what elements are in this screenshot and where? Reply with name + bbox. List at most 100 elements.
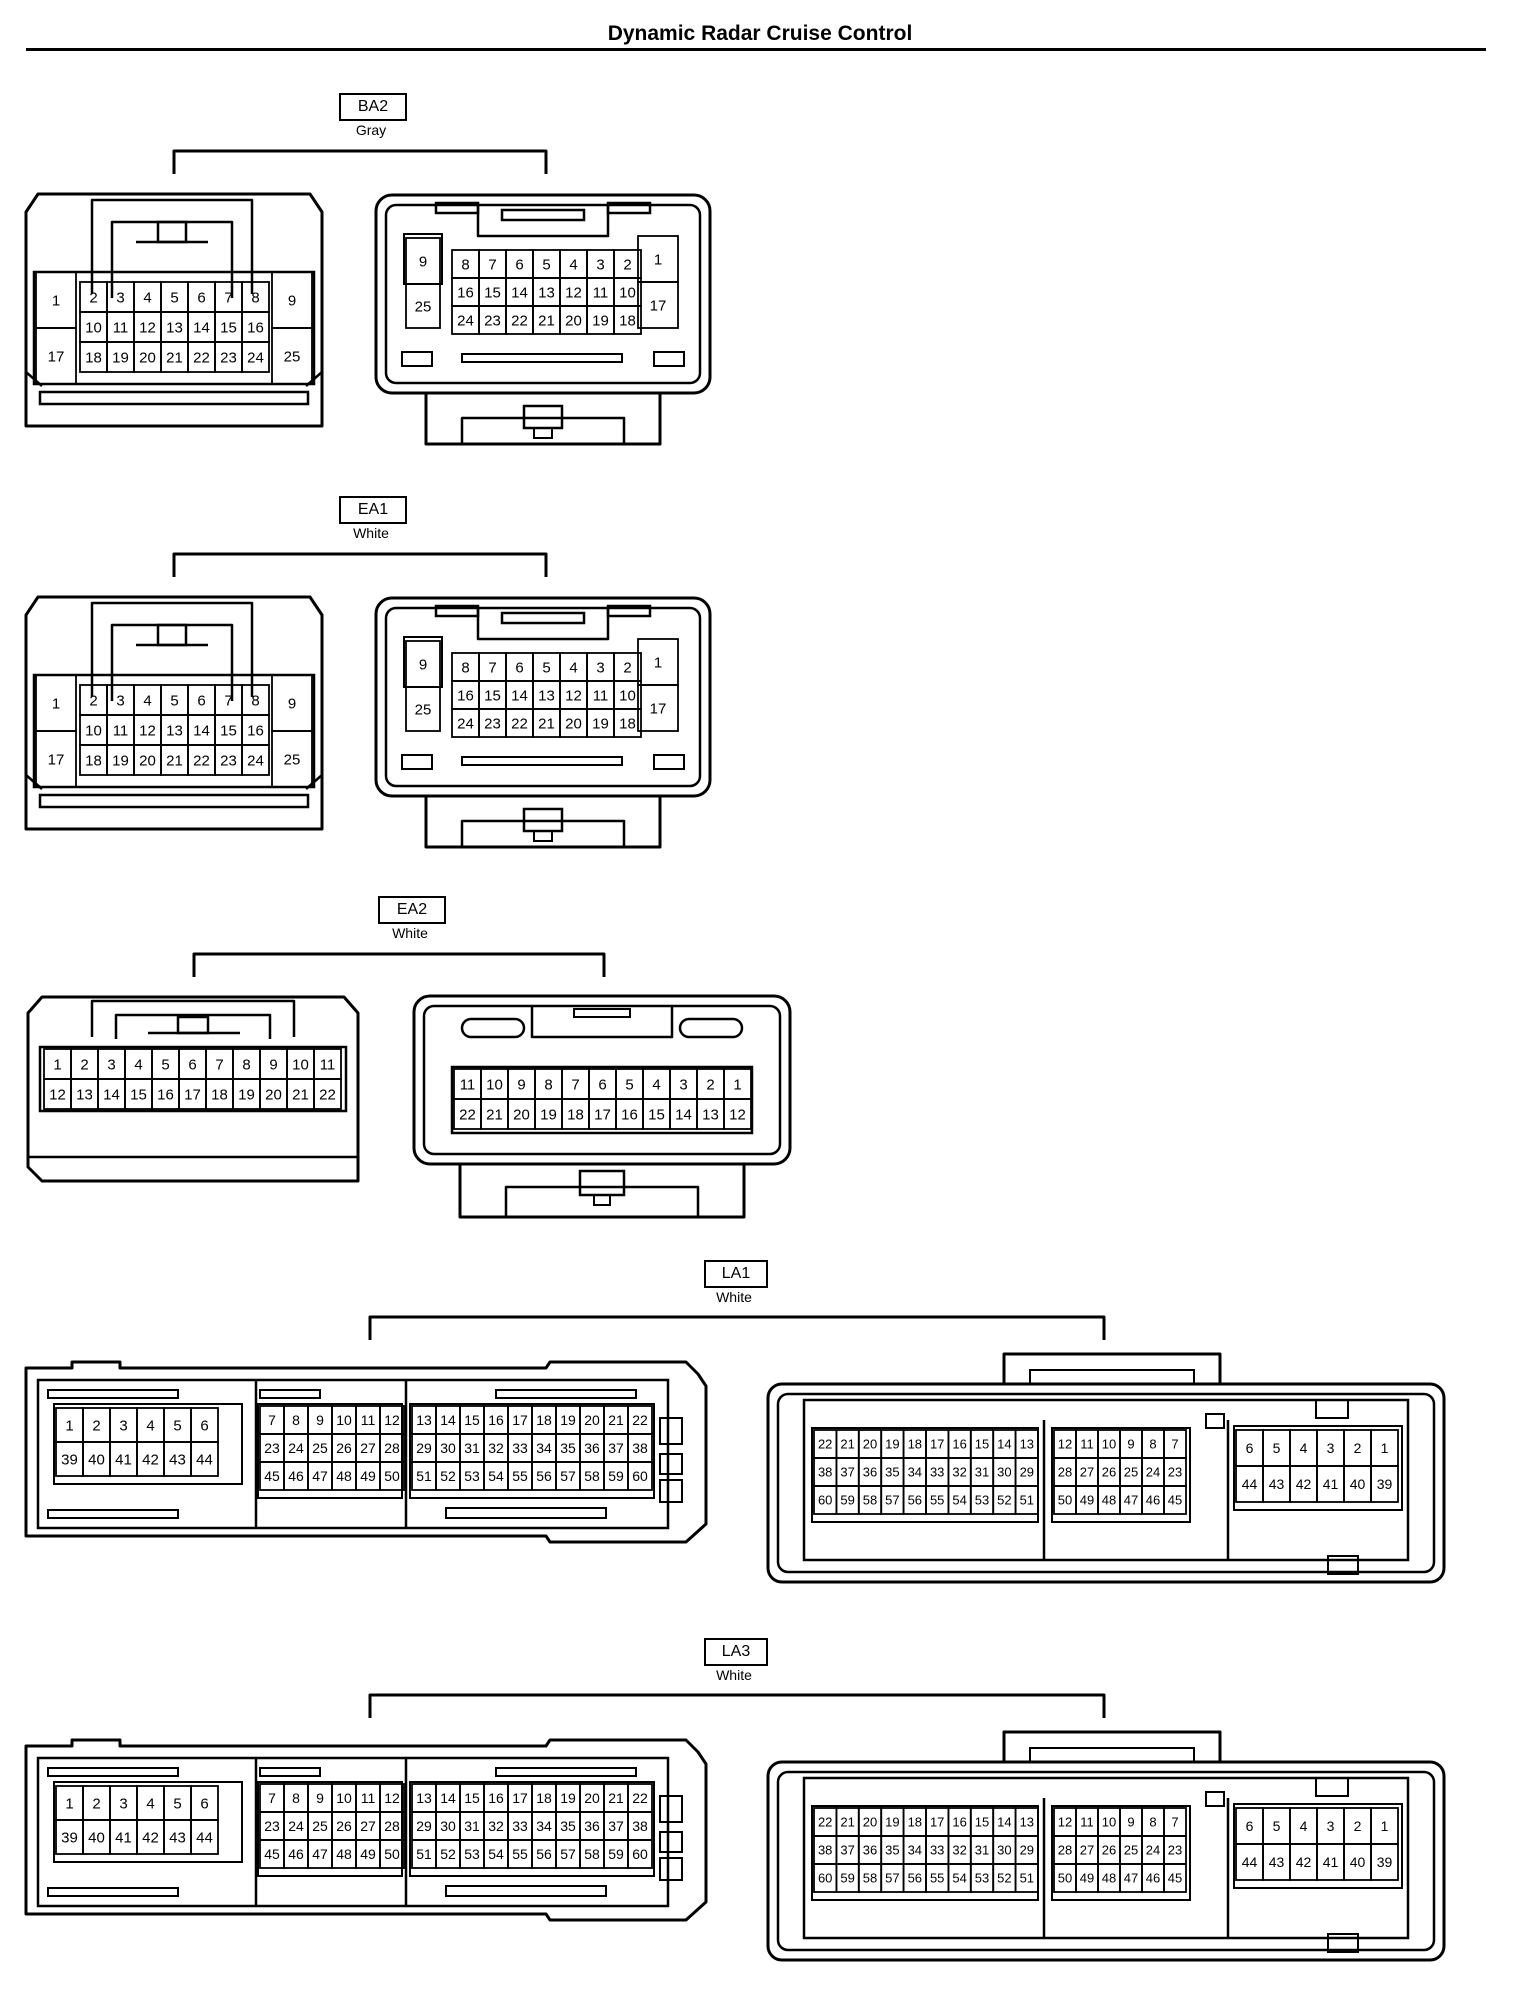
- pin-number: 12: [384, 1790, 400, 1806]
- outline-path: [24, 595, 324, 831]
- pin-number: 43: [169, 1451, 186, 1468]
- outline-path: [460, 416, 626, 444]
- pin-number: 24: [1146, 1843, 1160, 1858]
- pin-number: 40: [1350, 1476, 1366, 1492]
- pin-number: 5: [161, 1056, 169, 1073]
- pin-number: 55: [512, 1468, 528, 1484]
- pin-number: 15: [975, 1437, 989, 1452]
- pin-number: 29: [416, 1440, 432, 1456]
- pin-number: 12: [139, 319, 156, 336]
- pin-number: 8: [461, 256, 469, 273]
- pin-number: 4: [652, 1076, 660, 1093]
- pin-number: 57: [885, 1871, 899, 1886]
- outline-path: [424, 394, 662, 446]
- pin-number: 50: [384, 1846, 400, 1862]
- pin-cell: [379, 1839, 405, 1869]
- latch-slot: [445, 1885, 607, 1897]
- pin-number: 24: [288, 1818, 304, 1834]
- pin-number: 5: [170, 692, 178, 709]
- pin-number: 21: [166, 752, 183, 769]
- pin-number: 17: [512, 1790, 528, 1806]
- pin-number: 13: [702, 1106, 719, 1123]
- outline-path: [368, 1693, 1106, 1718]
- pin-number: 21: [292, 1086, 309, 1103]
- pin-number: 58: [863, 1871, 877, 1886]
- pin-number: 21: [608, 1412, 624, 1428]
- pin-number: 54: [952, 1493, 966, 1508]
- pin-number: 29: [416, 1818, 432, 1834]
- housing-inner: [776, 1770, 1436, 1952]
- pin-number: 12: [49, 1086, 66, 1103]
- pin-number: 26: [336, 1818, 352, 1834]
- pin-number: 35: [560, 1440, 576, 1456]
- pin-number: 9: [316, 1412, 324, 1428]
- pin-number: 19: [885, 1437, 899, 1452]
- pin-number: 14: [511, 687, 528, 704]
- pin-number: 47: [1124, 1493, 1138, 1508]
- housing-outer: [374, 193, 712, 395]
- pin-number: 2: [1354, 1440, 1362, 1456]
- pin-number: 30: [440, 1818, 456, 1834]
- pin-number: 6: [515, 659, 523, 676]
- pin-number: 9: [269, 1056, 277, 1073]
- pin-number: 46: [288, 1468, 304, 1484]
- pin-housing: [257, 1781, 403, 1877]
- outline-path: [90, 601, 254, 697]
- pin-number: 51: [416, 1846, 432, 1862]
- pin-number: 15: [975, 1815, 989, 1830]
- pin-number: 10: [486, 1076, 503, 1093]
- pin-housing: [257, 1403, 403, 1499]
- pin-cell: [637, 684, 679, 732]
- pin-number: 25: [284, 348, 301, 365]
- pin-number: 3: [119, 1417, 127, 1434]
- outline-path: [368, 1315, 1106, 1340]
- pin-cell: [637, 281, 679, 329]
- pin-number: 13: [538, 687, 555, 704]
- pin-number: 9: [419, 253, 427, 270]
- pin-number: 42: [1296, 1854, 1312, 1870]
- pin-cell: [613, 305, 642, 335]
- connector-code-la1: LA1: [704, 1260, 768, 1288]
- pin-number: 18: [908, 1437, 922, 1452]
- outline-path: [90, 999, 296, 1037]
- pin-number: 18: [619, 715, 636, 732]
- pin-number: 7: [215, 1056, 223, 1073]
- pin-number: 44: [1242, 1476, 1258, 1492]
- pin-cell: [405, 686, 441, 732]
- pin-number: 5: [542, 256, 550, 273]
- pin-number: 20: [565, 715, 582, 732]
- connector-view: [368, 1315, 1106, 1340]
- pin-number: 58: [863, 1493, 877, 1508]
- outline-path: [192, 952, 606, 977]
- latch-slot: [653, 351, 685, 367]
- pin-number: 24: [247, 349, 264, 366]
- pin-number: 43: [169, 1829, 186, 1846]
- housing-outer: [374, 596, 712, 798]
- pin-number: 11: [593, 284, 609, 301]
- connector-code-la3: LA3: [704, 1638, 768, 1666]
- pin-number: 19: [592, 715, 609, 732]
- pin-cell: [627, 1839, 653, 1869]
- pin-number: 44: [196, 1829, 213, 1846]
- pin-number: 23: [1168, 1465, 1182, 1480]
- pin-number: 18: [536, 1790, 552, 1806]
- pin-number: 18: [85, 349, 102, 366]
- pin-number: 52: [440, 1468, 456, 1484]
- pin-number: 58: [584, 1468, 600, 1484]
- pin-number: 3: [1327, 1818, 1335, 1834]
- pin-number: 2: [92, 1795, 100, 1812]
- pin-number: 2: [80, 1056, 88, 1073]
- pin-number: 4: [146, 1795, 154, 1812]
- latch-bar: [573, 1008, 631, 1018]
- pin-number: 8: [461, 659, 469, 676]
- pin-number: 14: [997, 1437, 1011, 1452]
- pin-housing: [1051, 1805, 1191, 1901]
- pin-number: 11: [113, 319, 129, 336]
- housing-outer: [766, 1760, 1446, 1962]
